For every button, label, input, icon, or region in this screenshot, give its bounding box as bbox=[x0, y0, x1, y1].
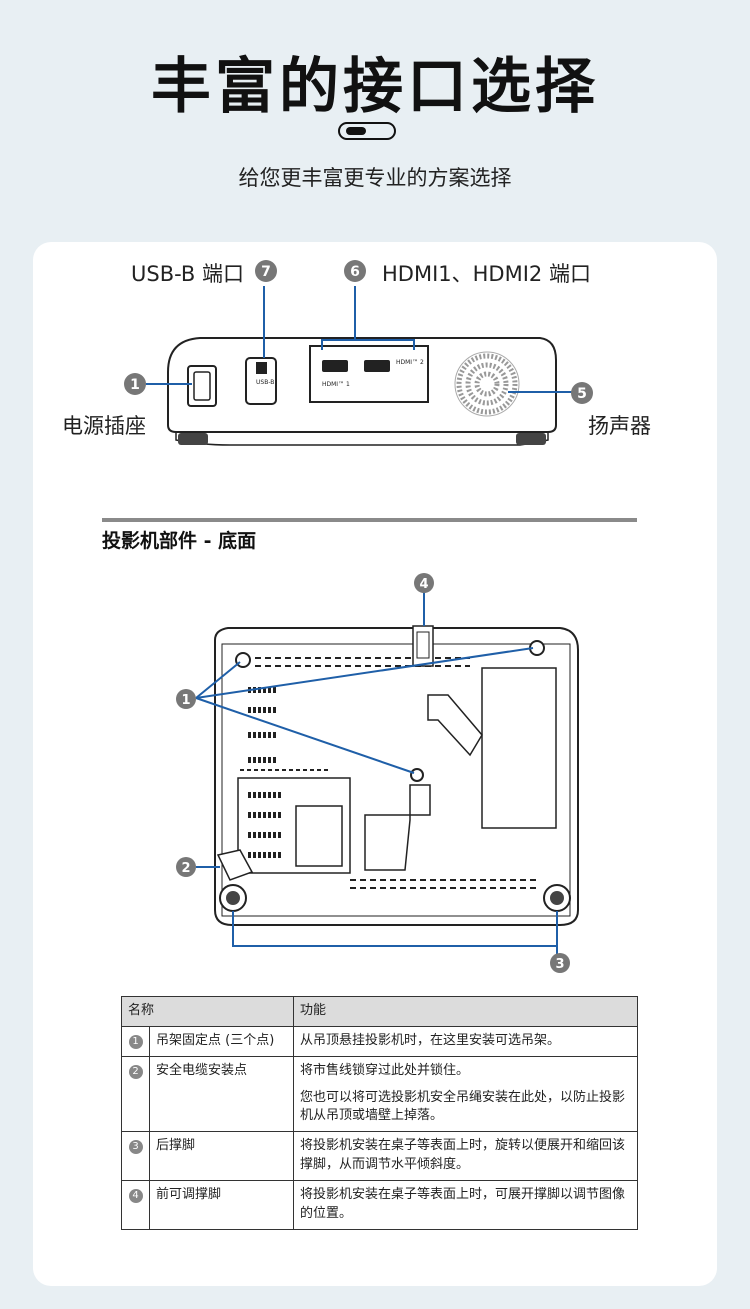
row-name: 安全电缆安装点 bbox=[149, 1055, 294, 1133]
row-name: 前可调撑脚 bbox=[149, 1179, 294, 1230]
bottom-callout-2-num: 2 bbox=[181, 861, 190, 876]
section-title: 投影机部件 - 底面 bbox=[102, 530, 257, 552]
hdmi1-port-label: HDMI™ 1 bbox=[322, 381, 350, 388]
rear-callout-6-num: 6 bbox=[350, 264, 360, 280]
usb-b-port-label: USB-B 端口 bbox=[131, 262, 245, 286]
table-row: 3 后撑脚 将投影机安装在桌子等表面上时，旋转以便展开和缩回该撑脚，从而调节水平… bbox=[121, 1131, 638, 1181]
hdmi-ports-label: HDMI1、HDMI2 端口 bbox=[382, 262, 591, 286]
table-row: 4 前可调撑脚 将投影机安装在桌子等表面上时，可展开撑脚以调节图像的位置。 bbox=[121, 1179, 638, 1230]
row-number: 1 bbox=[128, 1035, 143, 1050]
header-function: 功能 bbox=[293, 996, 638, 1027]
row-function: 将投影机安装在桌子等表面上时，旋转以便展开和缩回该撑脚，从而调节水平倾斜度。 bbox=[293, 1131, 638, 1181]
row-function: 将投影机安装在桌子等表面上时，可展开撑脚以调节图像的位置。 bbox=[293, 1179, 638, 1230]
rear-callout-5-num: 5 bbox=[577, 386, 587, 402]
usb-port-label: USB-B bbox=[256, 379, 274, 386]
row-number: 3 bbox=[128, 1140, 143, 1155]
row-number: 2 bbox=[128, 1064, 143, 1079]
speaker-label: 扬声器 bbox=[588, 414, 651, 438]
bottom-callout-1-num: 1 bbox=[181, 693, 190, 708]
toggle-decoration bbox=[338, 122, 396, 140]
table-header-row: 名称 功能 bbox=[121, 996, 638, 1027]
bottom-callout-4-num: 4 bbox=[419, 577, 428, 592]
parts-table: 名称 功能 1 吊架固定点 (三个点) 从吊顶悬挂投影机时，在这里安装可选吊架。… bbox=[121, 996, 638, 1230]
power-socket-label: 电源插座 bbox=[62, 414, 146, 438]
row-name: 吊架固定点 (三个点) bbox=[149, 1025, 294, 1057]
page-subtitle: 给您更丰富更专业的方案选择 bbox=[238, 166, 512, 190]
row-number: 4 bbox=[128, 1189, 143, 1204]
row-function: 将市售线锁穿过此处并锁住。 您也可以将可选投影机安全吊绳安装在此处，以防止投影机… bbox=[293, 1055, 638, 1133]
table-row: 2 安全电缆安装点 将市售线锁穿过此处并锁住。 您也可以将可选投影机安全吊绳安装… bbox=[121, 1055, 638, 1133]
row-name: 后撑脚 bbox=[149, 1131, 294, 1181]
row-function: 从吊顶悬挂投影机时，在这里安装可选吊架。 bbox=[293, 1025, 638, 1057]
page-title: 丰富的接口选择 bbox=[151, 52, 599, 122]
rear-callout-7-num: 7 bbox=[261, 264, 271, 280]
table-row: 1 吊架固定点 (三个点) 从吊顶悬挂投影机时，在这里安装可选吊架。 bbox=[121, 1025, 638, 1057]
bottom-view-diagram: 1 2 3 4 bbox=[176, 573, 579, 973]
header-name: 名称 bbox=[121, 996, 294, 1027]
rear-callout-1-num: 1 bbox=[130, 377, 140, 393]
section-divider bbox=[102, 518, 637, 522]
hdmi2-port-label: HDMI™ 2 bbox=[396, 359, 424, 366]
rear-panel-diagram: USB-B HDMI™ 1 HDMI™ 2 1 7 6 5 bbox=[124, 260, 593, 446]
bottom-callout-3-num: 3 bbox=[555, 957, 564, 972]
